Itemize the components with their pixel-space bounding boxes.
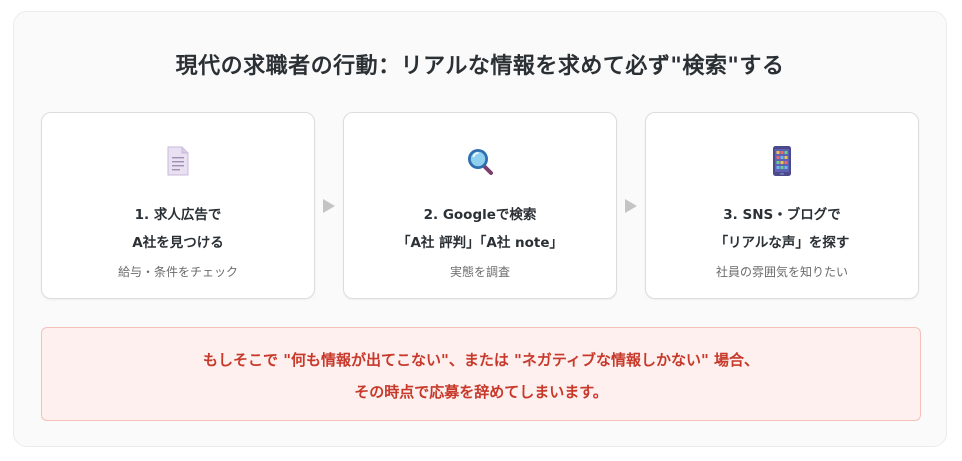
step-title: 2. Googleで検索 (423, 207, 537, 223)
warning-text-line-1: もしそこで "何も情報が出てこない"、または "ネガティブな情報しかない" 場合… (202, 351, 760, 369)
step-title: 1. 求人広告で (134, 207, 222, 223)
step-note: 社員の雰囲気を知りたい (715, 265, 848, 279)
step-title: 3. SNS・ブログで (723, 207, 841, 223)
arrow-right-icon (323, 199, 335, 213)
smartphone-icon (767, 145, 797, 177)
step-note: 実態を調査 (449, 265, 510, 279)
step-card-2: 2. Googleで検索 「A社 評判」「A社 note」 実態を調査 (343, 112, 617, 299)
diagram-title: 現代の求職者の行動：リアルな情報を求めて必ず"検索"する (175, 54, 785, 79)
step-subtitle: 「リアルな声」を探す (714, 235, 850, 251)
step-card-3: 3. SNS・ブログで 「リアルな声」を探す 社員の雰囲気を知りたい (645, 112, 919, 299)
warning-box: もしそこで "何も情報が出てこない"、または "ネガティブな情報しかない" 場合… (41, 327, 921, 421)
arrow-right-icon (625, 199, 637, 213)
warning-text-line-2: その時点で応募を辞めてしまいます。 (354, 383, 608, 401)
step-card-1: 1. 求人広告で A社を見つける 給与・条件をチェック (41, 112, 315, 299)
document-icon (163, 145, 193, 177)
step-note: 給与・条件をチェック (117, 265, 238, 279)
step-subtitle: A社を見つける (132, 235, 224, 251)
step-subtitle: 「A社 評判」「A社 note」 (396, 235, 564, 251)
magnifier-icon (465, 145, 495, 177)
diagram-frame: 現代の求職者の行動：リアルな情報を求めて必ず"検索"する 1. 求人広告で A社… (13, 11, 947, 447)
